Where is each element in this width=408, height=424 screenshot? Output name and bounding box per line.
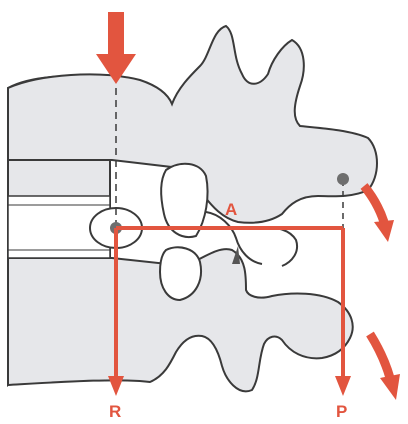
- label-a: A: [225, 200, 237, 219]
- p-arrowhead: [335, 376, 351, 396]
- upper-curved-arrow: [364, 186, 384, 222]
- lower-curved-arrow: [370, 334, 390, 378]
- facet-joint-inner: [262, 228, 297, 267]
- upper-curved-arrowhead: [374, 220, 394, 242]
- lower-curved-arrowhead: [380, 374, 400, 400]
- r-arrowhead: [108, 376, 124, 396]
- load-arrow: [96, 12, 136, 84]
- label-r: R: [109, 402, 121, 421]
- posterior-pivot-dot: [337, 173, 349, 185]
- label-p: P: [336, 402, 347, 421]
